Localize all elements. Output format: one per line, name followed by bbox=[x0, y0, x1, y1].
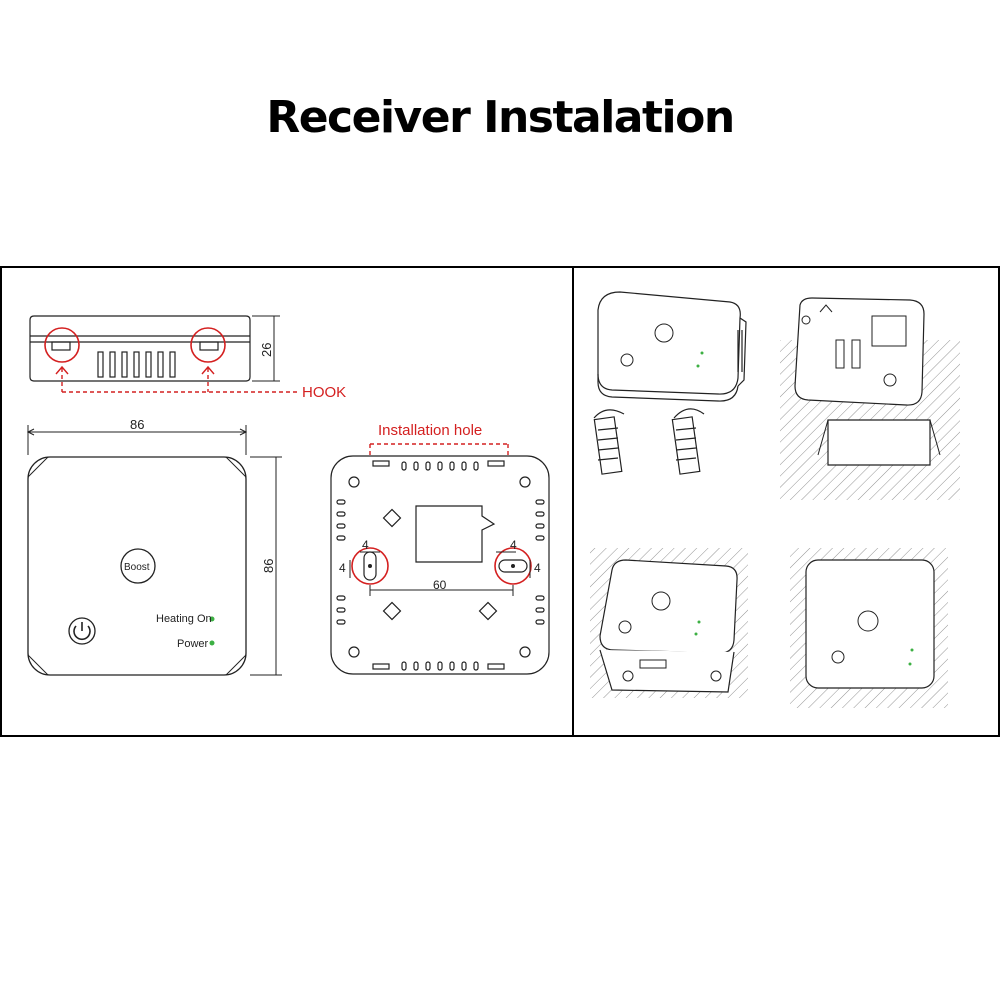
install-step-3 bbox=[590, 548, 748, 698]
hook-circle-right bbox=[190, 327, 226, 363]
side-view bbox=[29, 315, 251, 382]
power-label: Power bbox=[177, 638, 209, 650]
step3-boost-button bbox=[651, 591, 671, 611]
step4-power-icon bbox=[831, 650, 845, 664]
hook-label: HOOK bbox=[302, 384, 346, 401]
power-led bbox=[209, 640, 215, 646]
hole-size-left-v: 4 bbox=[339, 561, 346, 575]
boost-button[interactable] bbox=[120, 548, 156, 584]
vent-slots bbox=[97, 351, 176, 378]
keyhole-right bbox=[498, 559, 528, 573]
heating-on-label: Heating On bbox=[156, 613, 212, 625]
back-view bbox=[330, 455, 550, 675]
step1-boost-button bbox=[654, 323, 674, 343]
hole-size-right-v: 4 bbox=[534, 561, 541, 575]
hook-leader bbox=[61, 368, 298, 393]
hook-circle-left bbox=[44, 327, 80, 363]
front-height-dimension bbox=[250, 456, 282, 676]
installation-hole-left bbox=[351, 547, 389, 585]
power-icon[interactable] bbox=[68, 617, 96, 645]
install-step-2 bbox=[780, 297, 960, 500]
hole-spacing-value: 60 bbox=[433, 578, 447, 592]
hole-size-left-h: 4 bbox=[362, 538, 369, 552]
heating-on-led bbox=[209, 616, 215, 622]
side-height-value: 26 bbox=[259, 343, 274, 357]
front-width-dimension bbox=[26, 425, 248, 455]
page-title: Receiver Instalation bbox=[266, 92, 735, 143]
installation-hole-label: Installation hole bbox=[378, 422, 482, 439]
front-height-value: 86 bbox=[261, 559, 276, 573]
step1-power-icon bbox=[620, 353, 634, 367]
hole-size-right-h: 4 bbox=[510, 538, 517, 552]
hole-dimensions bbox=[349, 551, 531, 596]
side-height-dimension bbox=[252, 315, 280, 382]
step3-power-icon bbox=[618, 620, 632, 634]
outer-frame bbox=[0, 266, 1000, 737]
step4-boost-button bbox=[857, 610, 879, 632]
hook-arrow-icon bbox=[55, 365, 215, 375]
install-step-1 bbox=[593, 291, 747, 475]
front-width-value: 86 bbox=[130, 417, 144, 432]
boost-label: Boost bbox=[124, 562, 150, 573]
installation-hole-right bbox=[494, 547, 532, 585]
